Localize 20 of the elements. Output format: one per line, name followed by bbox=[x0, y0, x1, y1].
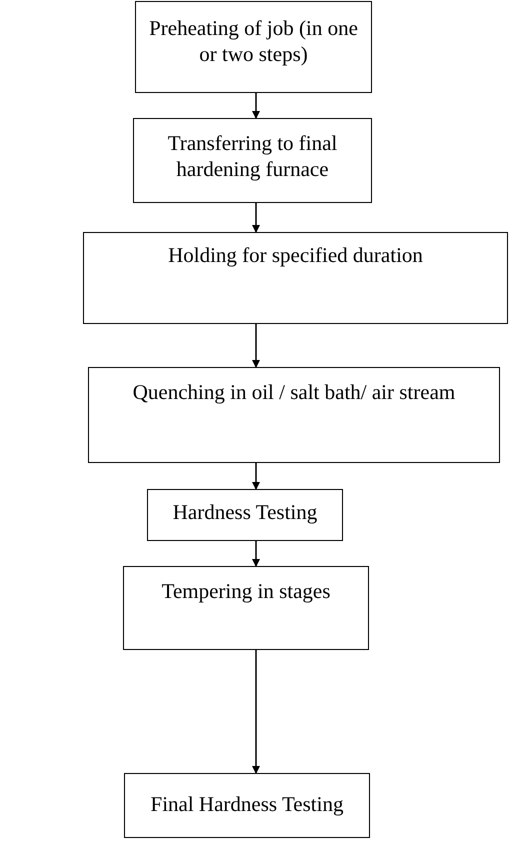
process-box bbox=[123, 566, 369, 650]
process-box bbox=[83, 232, 508, 324]
process-box bbox=[88, 367, 500, 463]
process-box bbox=[147, 489, 343, 541]
step-text: Tempering in stages bbox=[162, 579, 330, 605]
step-text: Holding for specified duration bbox=[168, 243, 423, 269]
step-text: Transferring to final hardening furnace bbox=[166, 131, 338, 182]
process-box bbox=[133, 118, 372, 203]
arrow bbox=[252, 203, 260, 233]
step-text: Final Hardness Testing bbox=[150, 792, 344, 818]
step-text: Preheating of job (in one or two steps) bbox=[148, 16, 359, 68]
arrow bbox=[252, 93, 260, 119]
arrow bbox=[252, 324, 260, 368]
step-text: Quenching in oil / salt bath/ air stream bbox=[132, 380, 456, 406]
process-box bbox=[124, 773, 370, 838]
process-box bbox=[135, 1, 372, 93]
step-text: Hardness Testing bbox=[172, 500, 318, 526]
arrow bbox=[252, 541, 260, 567]
arrow bbox=[252, 463, 260, 490]
arrow bbox=[252, 650, 260, 774]
